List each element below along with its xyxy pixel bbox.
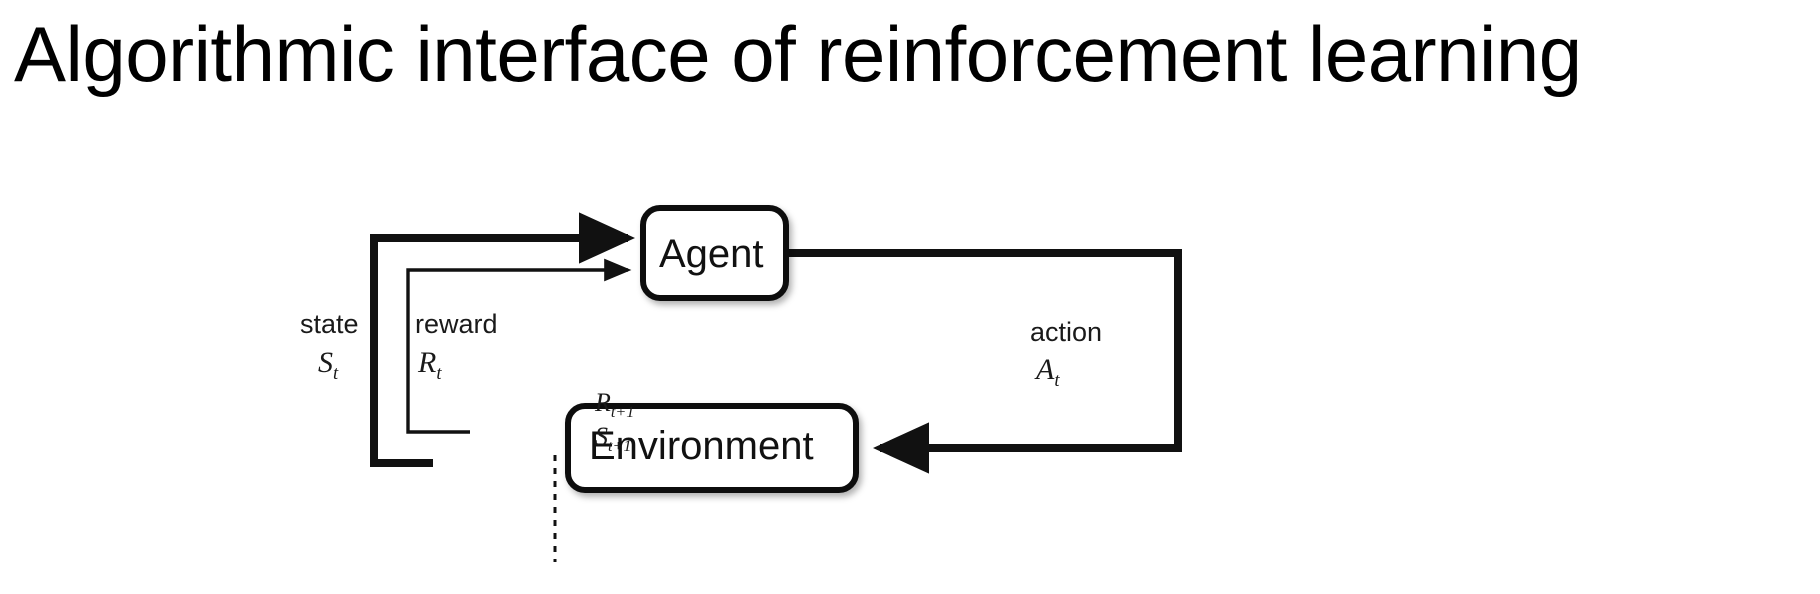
agent-node	[640, 205, 789, 301]
action-symbol-label: At	[1036, 355, 1060, 396]
edge-action-out	[786, 249, 1182, 474]
next-state-subscript: t+1	[608, 438, 632, 456]
agent-box-label: Agent	[659, 232, 764, 276]
action-symbol: A	[1036, 353, 1055, 386]
environment-box-label: Environment	[589, 424, 814, 468]
action-edge-label: action	[1030, 317, 1103, 347]
action-subscript: t	[1054, 370, 1060, 391]
state-symbol: S	[318, 346, 333, 379]
next-state-symbol-label: St+1	[595, 424, 631, 460]
reward-edge-label: reward	[415, 309, 498, 339]
reward-subscript: t	[436, 363, 442, 384]
next-reward-symbol-label: Rt+1	[595, 390, 634, 426]
reward-symbol: R	[418, 346, 437, 379]
edge-reward-feedback	[406, 258, 632, 434]
page-title: Algorithmic interface of reinforcement l…	[14, 10, 1582, 98]
next-reward-subscript: t+1	[610, 404, 635, 422]
next-state-symbol: S	[595, 422, 608, 451]
state-edge-label: state	[300, 309, 359, 339]
edge-state-feedback	[370, 212, 635, 467]
state-symbol-label: St	[318, 348, 338, 389]
environment-node	[565, 403, 859, 493]
reward-symbol-label: Rt	[418, 348, 442, 389]
next-reward-symbol: R	[595, 388, 611, 417]
state-subscript: t	[333, 363, 339, 384]
